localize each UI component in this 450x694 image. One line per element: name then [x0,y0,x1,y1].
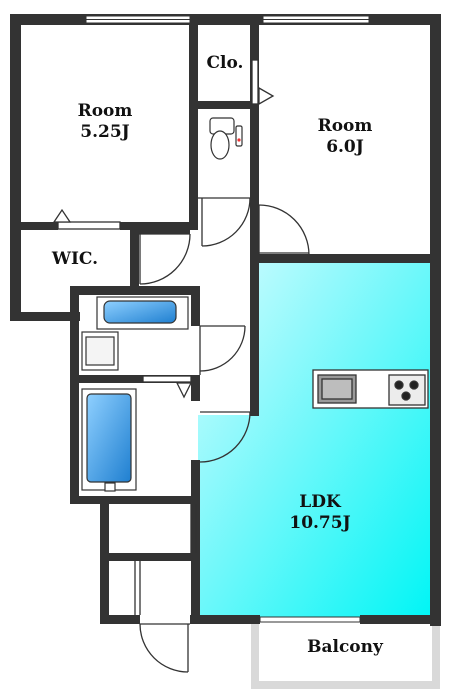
room-west-label: Room 5.25J [60,101,150,144]
wic-label: WIC. [40,249,110,270]
ldk-floor [198,262,432,618]
door-swing-icon [52,59,310,673]
balcony-outline [251,622,440,689]
sink-icon [96,296,189,330]
closet-name: Clo. [206,53,244,73]
walls [10,14,441,626]
balcony-label: Balcony [290,637,400,658]
room-west-name: Room [77,101,133,121]
room-east-size: 6.0J [326,137,364,158]
ldk-name: LDK [299,492,341,512]
ldk-label: LDK 10.75J [270,492,370,535]
closet-label: Clo. [200,53,250,74]
window-icon [85,15,370,623]
room-east-name: Room [317,116,373,136]
ldk-size: 10.75J [289,513,351,534]
wic-name: WIC. [51,249,99,269]
balcony-name: Balcony [307,637,383,657]
bathtub-icon [81,388,137,492]
washing-machine-icon [81,331,119,371]
toilet-icon [209,117,243,160]
kitchen-counter [312,369,429,409]
room-east-label: Room 6.0J [300,116,390,159]
room-west-size: 5.25J [80,122,130,143]
